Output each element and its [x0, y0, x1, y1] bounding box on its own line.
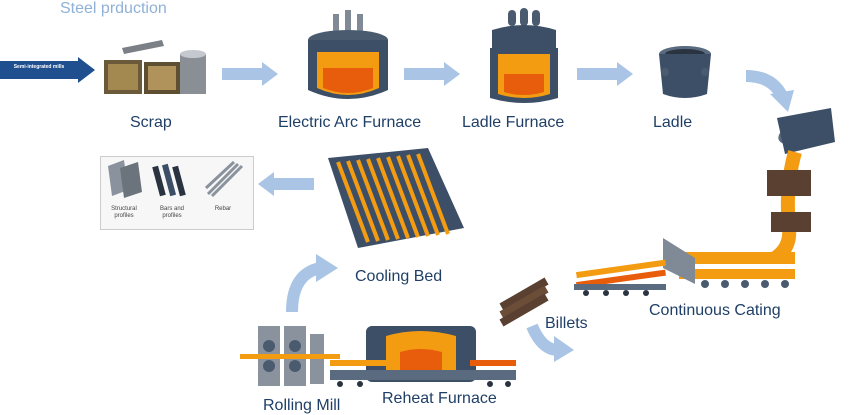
- ladle-furnace-illustration: [490, 8, 558, 103]
- structural-profiles-icon: [108, 160, 142, 198]
- rebar-icon: [204, 160, 244, 198]
- entry-arrow: [0, 57, 95, 83]
- cooling-bed-illustration: [328, 148, 464, 248]
- label-ladle-furnace: Ladle Furnace: [462, 114, 565, 131]
- diagram-title: Steel prduction: [60, 0, 167, 17]
- arrow-ladle-to-caster: [745, 70, 794, 112]
- label-electric-arc-furnace: Electric Arc Furnace: [278, 114, 422, 131]
- billet-conveyor-illustration: [574, 259, 666, 296]
- arrow-eaf-to-ladle-furnace: [404, 62, 460, 86]
- ladle-illustration: [659, 46, 711, 98]
- rolling-mill-illustration: [240, 326, 340, 386]
- label-continuous-casting: Continuous Cating: [649, 302, 781, 319]
- bars-profiles-icon: [152, 163, 186, 197]
- label-reheat-furnace: Reheat Furnace: [382, 390, 497, 407]
- label-ladle: Ladle: [653, 114, 693, 131]
- arrow-cooling-to-products: [258, 172, 314, 196]
- product-label-rebar: Rebar: [214, 206, 232, 212]
- label-cooling-bed: Cooling Bed: [355, 268, 443, 285]
- arrow-rolling-to-cooling: [286, 254, 338, 313]
- product-label-bars: Bars and profiles: [159, 206, 184, 219]
- product-label-structural: Structural profiles: [111, 206, 137, 219]
- label-scrap: Scrap: [130, 114, 172, 131]
- electric-arc-furnace-illustration: [308, 10, 388, 99]
- scrap-illustration: [104, 40, 206, 94]
- label-rolling-mill: Rolling Mill: [263, 397, 341, 414]
- label-billets: Billets: [545, 315, 588, 332]
- billets-stack-illustration: [499, 277, 549, 327]
- arrow-scrap-to-eaf: [222, 62, 278, 86]
- arrow-ladle-furnace-to-ladle: [577, 62, 633, 86]
- continuous-caster-illustration: [663, 108, 835, 288]
- reheat-furnace-illustration: [330, 326, 516, 387]
- entry-tag: Semi-integrated mills: [13, 64, 65, 70]
- arrow-billets-to-reheat: [526, 323, 574, 362]
